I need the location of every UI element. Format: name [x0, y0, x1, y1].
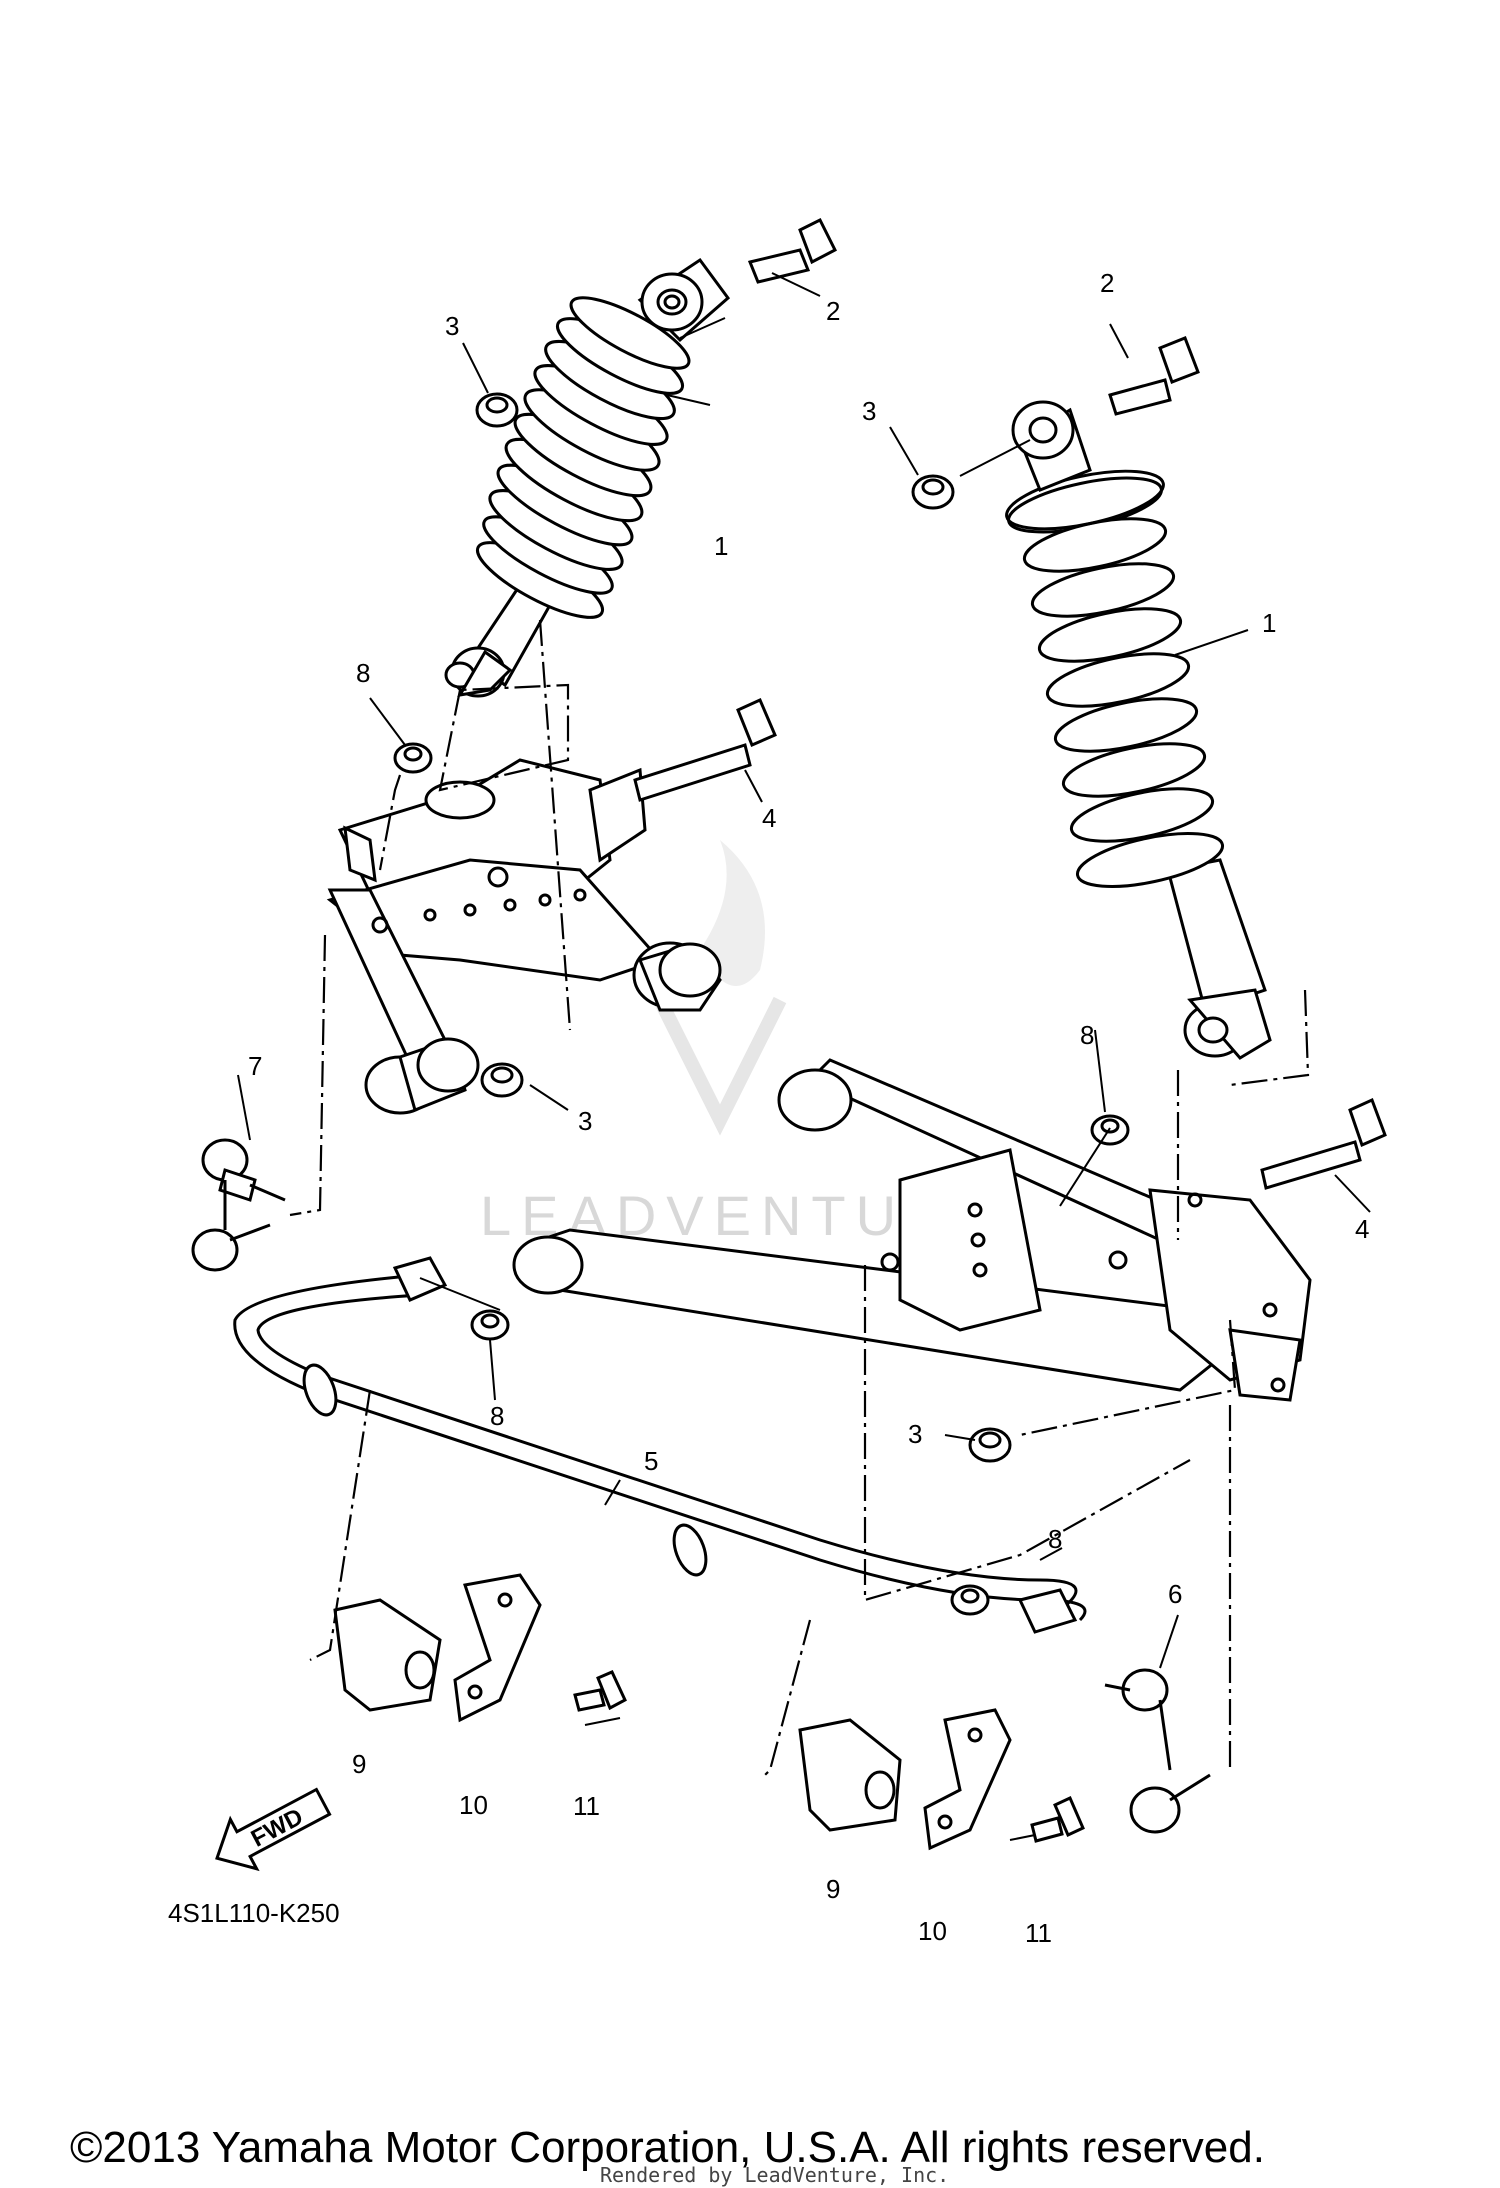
swingarm-left [326, 758, 722, 1115]
diagram-code: 4S1L110-K250 [168, 1898, 340, 1928]
callout-4: 4 [1355, 1214, 1369, 1244]
nut-8-b [1090, 1114, 1130, 1146]
leader-lines [237, 272, 1371, 1669]
callout-10: 10 [459, 1790, 488, 1820]
callout-11: 11 [573, 1791, 600, 1821]
bolt-11-right [1030, 1795, 1085, 1843]
callout-11: 11 [1025, 1918, 1052, 1948]
nut-8-d [950, 1584, 990, 1616]
bolt-4-left [633, 698, 777, 802]
callout-10: 10 [918, 1916, 947, 1946]
callout-1: 1 [1262, 608, 1276, 638]
callout-8: 8 [1048, 1524, 1062, 1554]
callout-9: 9 [826, 1874, 840, 1904]
bushing-right [798, 1718, 902, 1832]
stabilizer-joint-left [191, 1138, 286, 1272]
nut-3-c [480, 1062, 524, 1098]
callout-9: 9 [352, 1749, 366, 1779]
nut-3-a [475, 392, 519, 428]
shock-absorber-right [1005, 400, 1272, 1060]
callout-5: 5 [644, 1446, 658, 1476]
nut-8-a [393, 742, 433, 774]
fwd-arrow: FWD [215, 1787, 332, 1872]
bolt-11-left [573, 1670, 627, 1712]
assembly-lines [289, 317, 1310, 1841]
bolt-4-right [1260, 1097, 1387, 1190]
swingarm-right [512, 1058, 1312, 1402]
callout-2: 2 [826, 296, 840, 326]
callout-3: 3 [445, 311, 459, 341]
callout-4: 4 [762, 803, 776, 833]
bolt-2-right [1108, 336, 1200, 416]
nut-8-c [470, 1309, 510, 1341]
callouts: 1 1 2 2 3 3 3 3 4 4 5 6 7 8 8 8 8 9 9 10… [248, 268, 1369, 1948]
bolt-2-left [747, 217, 838, 284]
stabilizer-bar [233, 1256, 1087, 1634]
holder-right [923, 1708, 1012, 1851]
shock-absorber-left [444, 257, 731, 698]
callout-7: 7 [248, 1051, 262, 1081]
nut-3-b [911, 474, 955, 510]
callout-6: 6 [1168, 1579, 1182, 1609]
callout-2: 2 [1100, 268, 1114, 298]
holder-left [453, 1573, 542, 1723]
nut-3-d [968, 1427, 1012, 1463]
callout-8: 8 [490, 1401, 504, 1431]
render-credit: Rendered by LeadVenture, Inc. [600, 2163, 949, 2187]
bushing-left [333, 1598, 442, 1712]
callout-8: 8 [1080, 1020, 1094, 1050]
callout-1: 1 [714, 531, 728, 561]
callout-3: 3 [908, 1419, 922, 1449]
callout-8: 8 [356, 658, 370, 688]
copyright-notice: ©2013 Yamaha Motor Corporation, U.S.A. A… [70, 2123, 1265, 2172]
callout-3: 3 [578, 1106, 592, 1136]
stabilizer-joint-right [1104, 1668, 1211, 1834]
callout-3: 3 [862, 396, 876, 426]
